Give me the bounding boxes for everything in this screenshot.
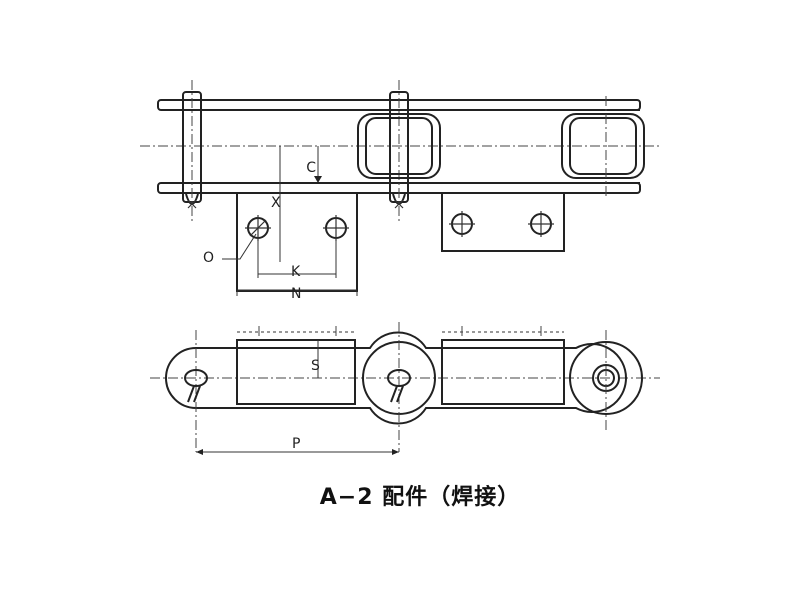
label-P: P <box>292 436 300 452</box>
roller-2 <box>561 113 645 179</box>
label-O: O <box>203 250 214 266</box>
side-attachment-1 <box>236 339 356 405</box>
side-chain-outline <box>165 331 627 425</box>
side-view: S P <box>150 322 660 455</box>
label-C: C <box>306 160 316 176</box>
top-view: C X O K N <box>140 80 662 302</box>
label-K: K <box>291 264 301 280</box>
side-pin-1 <box>184 369 208 387</box>
label-N: N <box>291 286 301 302</box>
label-S: S <box>311 358 320 374</box>
side-roller-2 <box>569 341 643 415</box>
label-X: X <box>271 195 281 211</box>
figure-caption: A−2 配件（焊接） <box>320 485 520 510</box>
attachment-tab-1 <box>236 192 358 292</box>
attachment-tab-2 <box>441 192 565 252</box>
roller-1 <box>357 113 441 179</box>
side-pin-2 <box>387 369 411 387</box>
side-attachment-2 <box>441 339 565 405</box>
